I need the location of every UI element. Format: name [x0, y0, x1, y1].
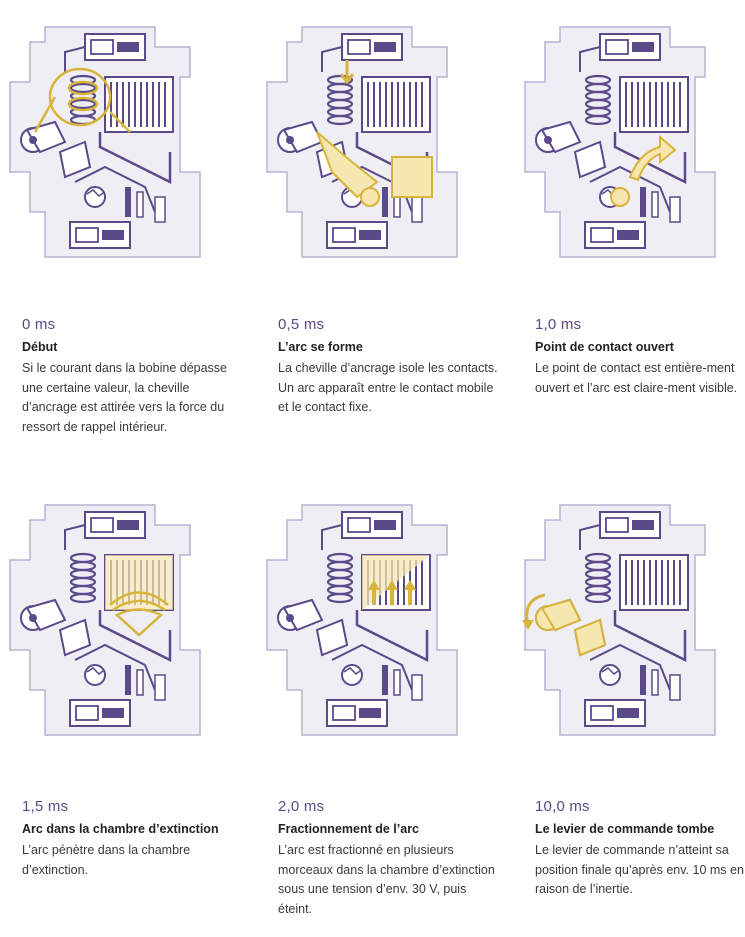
- step-description: Si le courant dans la bobine dépasse une…: [22, 361, 228, 434]
- step-2-0ms: 2,0 ms Fractionnement de l’arc L’arc est…: [278, 798, 503, 919]
- step-time: 10,0 ms: [535, 798, 590, 815]
- breaker-illustration-10-0ms: [520, 500, 735, 750]
- step-title: Point de contact ouvert: [535, 340, 674, 354]
- breaker-illustration-1-5ms: [5, 500, 220, 750]
- breaker-illustration-1-0ms: [520, 22, 735, 272]
- step-title: Arc dans la chambre d’extinction: [22, 822, 219, 836]
- step-time: 0 ms: [22, 316, 56, 333]
- step-0-5ms: 0,5 ms L’arc se forme La cheville d’ancr…: [278, 316, 503, 418]
- step-description: L’arc est fractionné en plusieurs morcea…: [278, 843, 495, 916]
- breaker-illustration-0-5ms: [262, 22, 477, 272]
- breaker-illustration-0ms: [5, 22, 220, 272]
- step-time: 1,5 ms: [22, 798, 69, 815]
- step-title: Le levier de commande tombe: [535, 822, 715, 836]
- step-description: Le levier de commande n’atteint sa posit…: [535, 843, 744, 896]
- step-0ms: 0 ms Début Si le courant dans la bobine …: [22, 316, 247, 437]
- breaker-illustration-2-0ms: [262, 500, 477, 750]
- step-time: 0,5 ms: [278, 316, 325, 333]
- step-description: Le point de contact est entière-ment ouv…: [535, 361, 738, 395]
- step-description: L’arc pénètre dans la chambre d’extincti…: [22, 843, 191, 877]
- step-title: Début: [22, 340, 58, 354]
- step-time: 1,0 ms: [535, 316, 582, 333]
- step-1-5ms: 1,5 ms Arc dans la chambre d’extinction …: [22, 798, 247, 880]
- step-time: 2,0 ms: [278, 798, 325, 815]
- step-description: La cheville d’ancrage isole les contacts…: [278, 361, 498, 414]
- step-1-0ms: 1,0 ms Point de contact ouvert Le point …: [535, 316, 745, 398]
- step-title: L’arc se forme: [278, 340, 363, 354]
- step-10-0ms: 10,0 ms Le levier de commande tombe Le l…: [535, 798, 745, 900]
- step-title: Fractionnement de l’arc: [278, 822, 420, 836]
